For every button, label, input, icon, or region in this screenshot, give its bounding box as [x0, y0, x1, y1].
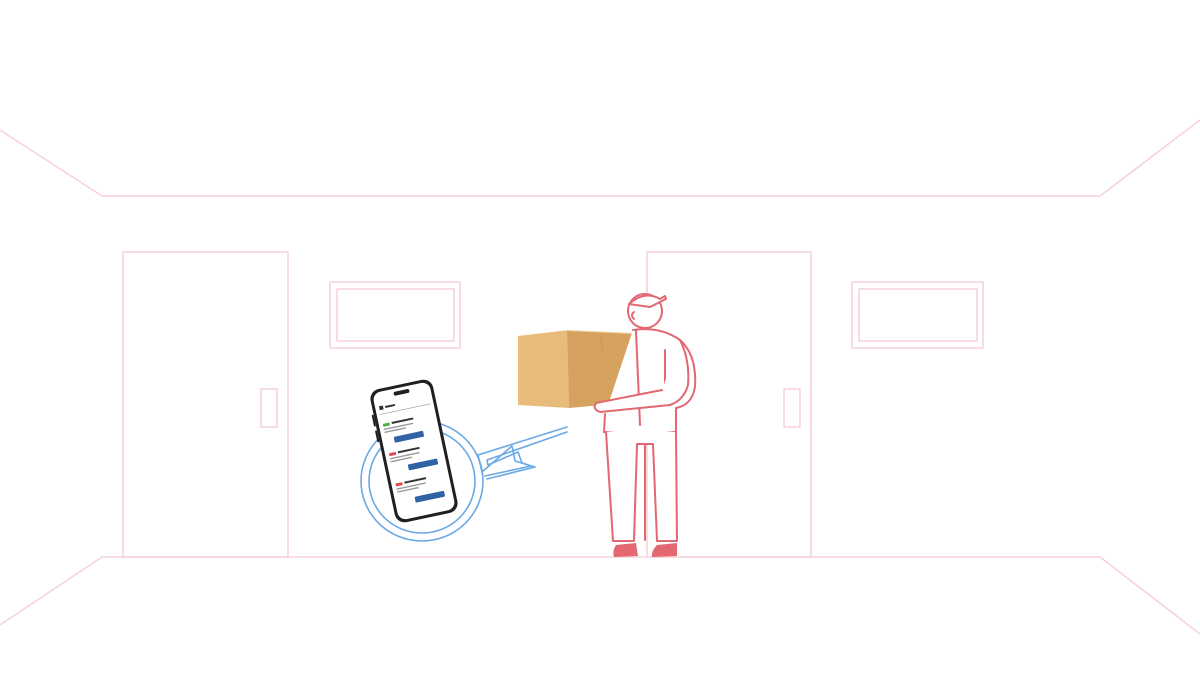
- app-action-button: [414, 490, 445, 503]
- lightning-bolt-line-inner: [484, 431, 568, 477]
- status-badge: [395, 482, 403, 487]
- right-shoe: [651, 543, 677, 557]
- left-shoe: [613, 543, 638, 557]
- person-arm: [593, 339, 690, 413]
- floor-line: [0, 556, 1200, 635]
- person-legs: [605, 431, 678, 542]
- phone-screen: [373, 382, 455, 520]
- list-item-text: [384, 427, 407, 434]
- person-shoes: [613, 543, 677, 557]
- app-action-button: [393, 430, 425, 443]
- box-tape: [599, 332, 604, 351]
- left-window-frame: [329, 281, 461, 349]
- right-window-frame: [851, 281, 984, 349]
- phone-notch: [393, 389, 410, 396]
- phone-side-button: [375, 430, 380, 443]
- hallway-room: [0, 119, 1200, 635]
- app-action-button: [407, 458, 439, 471]
- right-window-pane: [858, 288, 978, 342]
- status-badge: [389, 451, 397, 457]
- list-item-text: [390, 456, 413, 463]
- status-badge: [382, 422, 390, 427]
- list-item-text: [397, 446, 420, 454]
- person-collar: [635, 330, 641, 426]
- smartphone-icon: [370, 379, 458, 523]
- left-door: [122, 251, 289, 558]
- box-front: [518, 331, 569, 408]
- app-divider: [379, 403, 431, 415]
- person-cap: [628, 294, 667, 308]
- person-ear: [631, 311, 635, 320]
- list-item-text: [383, 422, 414, 431]
- left-window-pane: [336, 288, 455, 342]
- list-item-text: [389, 451, 420, 460]
- list-item-text: [397, 486, 419, 493]
- app-header-icon: [378, 405, 384, 411]
- list-item-text: [404, 477, 427, 484]
- list-item-text: [391, 417, 414, 425]
- app-header-bar: [385, 403, 396, 408]
- right-door-handle: [783, 388, 801, 428]
- left-door-handle: [260, 388, 278, 428]
- lightning-bolt-line: [477, 426, 568, 480]
- ceiling-line: [0, 119, 1200, 197]
- list-item-text: [396, 482, 427, 490]
- phone-side-button: [371, 414, 376, 427]
- delivery-person-icon: [593, 293, 697, 542]
